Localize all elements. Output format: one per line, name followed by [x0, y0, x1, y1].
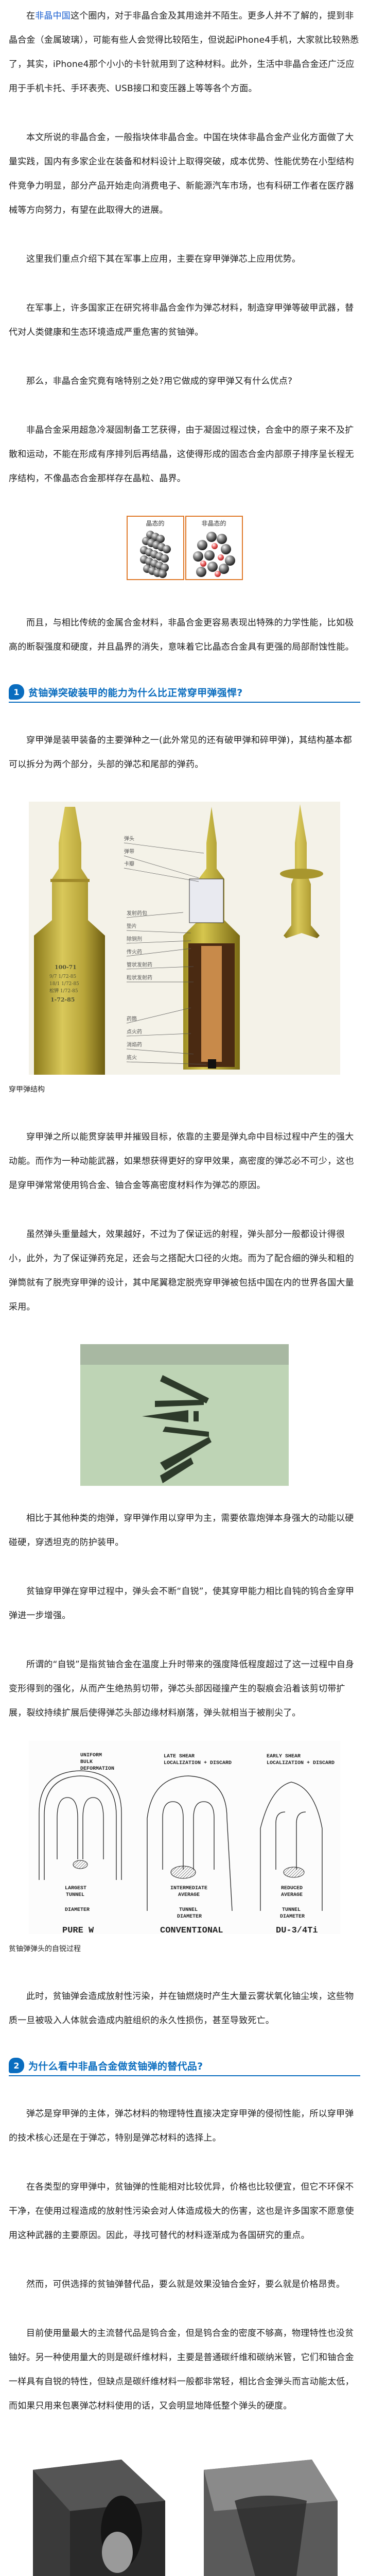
shell-part-labels: 弹头 弹带 卡瓣 发射药包 垫片 除铜剂 传火药 管状发射药 粒状发射药 药筒 …	[124, 835, 152, 1061]
section-heading-1: 1 贫铀弹突破装甲的能力为什么比正常穿甲弹强悍?	[9, 684, 360, 703]
svg-text:PURE W: PURE W	[62, 1926, 94, 1934]
svg-text:1-72-85: 1-72-85	[50, 996, 75, 1003]
paragraph: 在各类型的穿甲弹中，贫铀弹的性能相对比较优异，价格也比较便宜，但它不环保不干净，…	[9, 2182, 354, 2241]
paragraph: 虽然弹头重量越大，效果越好，不过为了保证远的射程，弹头部分一般都设计得很小，此外…	[9, 1229, 354, 1312]
paragraph: 那么，非晶合金究竟有啥特别之处?用它做成的穿甲弹又有什么优点?	[26, 376, 293, 386]
figure-caption: 穿甲弹结构	[9, 1086, 45, 1094]
amorphous-label: 非晶态的	[201, 520, 226, 527]
diagram-labels: UNIFORM BULK DEFORMATION LATE SHEAR LOCA…	[65, 1753, 335, 1920]
intro-suffix: 这个圈内，对于非晶合金及其用途并不陌生。更多人并不了解的，提到非晶合金（金属玻璃…	[9, 11, 359, 94]
paragraph: 贫铀穿甲弹在穿甲过程中，弹头会不断“自锐”，使其穿甲能力相比自钝的钨合金穿甲弹进…	[9, 1586, 355, 1621]
svg-text:粒状发射药: 粒状发射药	[127, 974, 152, 981]
paragraph: 这里我们重点介绍下其在军事上应用，主要在穿甲弹弹芯上应用优势。	[26, 254, 301, 264]
section-title: 为什么看中非晶合金做贫铀弹的替代品?	[28, 2060, 203, 2072]
svg-text:松钾 1/72-85: 松钾 1/72-85	[49, 988, 78, 994]
section-number-badge: 1	[9, 684, 24, 700]
svg-text:TUNNEL: TUNNEL	[179, 1907, 198, 1913]
feijing-china-link[interactable]: 非晶中国	[35, 11, 71, 21]
paragraph: 而且，与相比传统的金属合金材料，非晶合金更容易表现出特殊的力学性能，比如极高的断…	[9, 618, 354, 652]
svg-text:LOCALIZATION + DISCARD: LOCALIZATION + DISCARD	[164, 1760, 232, 1766]
svg-text:BULK: BULK	[80, 1759, 93, 1765]
amorphous-structure-image	[192, 532, 235, 577]
paragraph: 本文所说的非晶合金，一般指块体非晶合金。中国在块体非晶合金产业化方面做了大量实践…	[9, 132, 354, 215]
tungsten-alloy-sample	[33, 2460, 165, 2576]
amorphous-panel: 非晶态的	[185, 516, 243, 580]
svg-text:消焰药: 消焰药	[127, 1041, 142, 1048]
diagram-material-labels: PURE W CONVENTIONAL DU-3/4Ti	[62, 1926, 318, 1936]
sabot-separation-figure	[9, 1344, 360, 1486]
section-number-badge: 2	[9, 2058, 24, 2073]
svg-text:DIAMETER: DIAMETER	[280, 1914, 305, 1920]
svg-text:TUNNEL: TUNNEL	[282, 1907, 301, 1913]
section-title: 贫铀弹突破装甲的能力为什么比正常穿甲弹强悍?	[28, 687, 243, 699]
svg-text:除铜剂: 除铜剂	[127, 936, 142, 942]
paragraph: 穿甲弹是装甲装备的主要弹种之一(此外常见的还有破甲弹和碎甲弹)，其结构基本都可以…	[9, 735, 352, 770]
svg-text:LATE SHEAR: LATE SHEAR	[164, 1754, 195, 1759]
svg-text:管状发射药: 管状发射药	[127, 961, 152, 968]
svg-text:DEFORMATION: DEFORMATION	[80, 1766, 114, 1772]
penetration-comparison-image	[29, 2460, 340, 2576]
self-sharpening-diagram: UNIFORM BULK DEFORMATION LATE SHEAR LOCA…	[29, 1741, 340, 1936]
svg-text:底火: 底火	[127, 1054, 137, 1061]
svg-text:CONVENTIONAL: CONVENTIONAL	[160, 1926, 223, 1934]
svg-text:TUNNEL: TUNNEL	[66, 1892, 84, 1898]
section-heading-2: 2 为什么看中非晶合金做贫铀弹的替代品?	[9, 2058, 360, 2076]
svg-text:药筒: 药筒	[127, 1015, 137, 1022]
svg-text:弹头: 弹头	[124, 835, 134, 842]
svg-text:AVERAGE: AVERAGE	[178, 1892, 200, 1898]
paragraph: 此时，贫铀弹会造成放射性污染，并在铀燃烧时产生大量云雾状氧化铀尘埃，这些物质一旦…	[9, 1991, 354, 2026]
crystal-vs-amorphous-figure: 晶态的 非晶态的	[9, 516, 360, 580]
armor-piercing-shell-figure: 100-71 9/7 1/72-85 18/1 1/72-85 松钾 1/72-…	[9, 802, 360, 1075]
paragraph: 穿甲弹之所以能贯穿装甲并摧毁目标，依靠的主要是弹丸命中目标过程中产生的强大动能。…	[9, 1132, 354, 1191]
svg-text:INTERMEDIATE: INTERMEDIATE	[170, 1886, 207, 1891]
svg-text:点火药: 点火药	[127, 1029, 142, 1035]
svg-text:发射药包: 发射药包	[127, 910, 147, 917]
intro-paragraph: 在非晶中国这个圈内，对于非晶合金及其用途并不陌生。更多人并不了解的，提到非晶合金…	[9, 4, 360, 101]
svg-text:EARLY SHEAR: EARLY SHEAR	[267, 1754, 301, 1759]
paragraph: 目前使用量最大的主流替代品是钨合金，但是钨合金的密度不够高，物理特性也没贫铀好。…	[9, 2328, 354, 2411]
svg-text:DIAMETER: DIAMETER	[65, 1907, 90, 1913]
svg-text:18/1 1/72-85: 18/1 1/72-85	[49, 981, 79, 987]
paragraph: 在军事上，许多国家正在研究将非晶合金作为弹芯材料，制造穿甲弹等破甲武器，替代对人…	[9, 303, 354, 337]
svg-text:卡瓣: 卡瓣	[124, 860, 134, 867]
paragraph: 相比于其他种类的炮弹，穿甲弹作用以穿甲为主，需要依靠炮弹本身强大的动能以硬碰硬，…	[9, 1513, 354, 1548]
svg-text:DIAMETER: DIAMETER	[177, 1914, 202, 1920]
svg-text:UNIFORM: UNIFORM	[80, 1753, 102, 1758]
svg-text:DU-3/4Ti: DU-3/4Ti	[276, 1926, 318, 1934]
sabot-separation-animation	[80, 1344, 289, 1486]
paragraph: 非晶合金采用超急冷凝固制备工艺获得，由于凝固过程过快，合金中的原子来不及扩散和运…	[9, 425, 354, 484]
svg-text:垫片: 垫片	[127, 923, 137, 929]
svg-text:REDUCED: REDUCED	[281, 1886, 303, 1891]
svg-text:传火药: 传火药	[127, 949, 142, 955]
paragraph: 所谓的“自锐”是指贫铀合金在温度上升时带来的强度降低程度超过了这一过程中自身变形…	[9, 1659, 355, 1718]
svg-text:9/7 1/72-85: 9/7 1/72-85	[49, 974, 76, 979]
svg-text:100-71: 100-71	[55, 964, 77, 971]
shell-structure-image: 100-71 9/7 1/72-85 18/1 1/72-85 松钾 1/72-…	[29, 802, 340, 1075]
svg-text:AVERAGE: AVERAGE	[281, 1892, 303, 1898]
svg-text:弹带: 弹带	[124, 848, 134, 855]
figure-caption: 贫铀弹弹头的自锐过程	[9, 1945, 81, 1953]
penetration-cross-section-figure	[9, 2460, 360, 2576]
crystalline-panel: 晶态的	[126, 516, 184, 580]
self-sharpening-diagram-figure: UNIFORM BULK DEFORMATION LATE SHEAR LOCA…	[9, 1741, 360, 1936]
intro-prefix: 在	[26, 11, 36, 21]
svg-text:LOCALIZATION + DISCARD: LOCALIZATION + DISCARD	[267, 1760, 335, 1766]
crystalline-label: 晶态的	[146, 520, 165, 527]
tungsten-fiber-composite-sample	[204, 2460, 338, 2576]
crystal-lattice-image	[139, 531, 171, 578]
paragraph: 弹芯是穿甲弹的主体，弹芯材料的物理特性直接决定穿甲弹的侵彻性能，所以穿甲弹的技术…	[9, 2109, 354, 2143]
svg-text:LARGEST: LARGEST	[65, 1886, 86, 1891]
paragraph: 然而，可供选择的贫铀弹替代品，要么就是效果没铀合金好，要么就是价格昂贵。	[26, 2279, 345, 2290]
